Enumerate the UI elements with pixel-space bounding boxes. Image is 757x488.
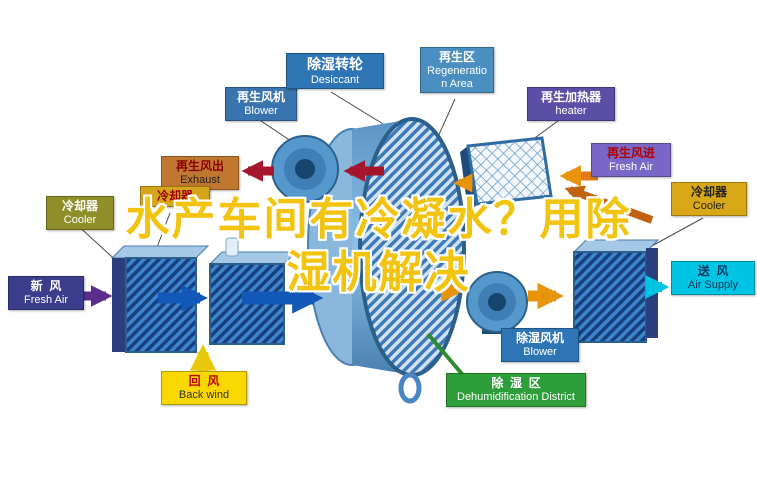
label-dehum-district-zh: 除 湿 区 — [491, 376, 541, 390]
label-regeneration-area: 再生区 Regeneration Area — [420, 47, 494, 94]
flow-arrows — [78, 160, 670, 376]
label-regen-air-in-zh: 再生风进 — [606, 146, 655, 160]
label-back-wind: 回 风 Back wind — [161, 371, 247, 405]
label-regen-blower: 再生风机 Blower — [225, 87, 297, 121]
label-cooler-left: 冷却器 Cooler — [46, 196, 114, 230]
watermark-line2: 湿机解决 — [286, 247, 471, 298]
cooler-to-heater-arrow — [564, 185, 654, 224]
label-regen-blower-zh: 再生风机 — [236, 90, 285, 104]
label-fresh-air-inlet: 新 风 Fresh Air — [8, 276, 84, 310]
label-regen-air-in: 再生风进 Fresh Air — [591, 143, 671, 177]
label-regen-blower-en: Blower — [244, 105, 278, 117]
label-fresh-air-left-zh: 新 风 — [30, 279, 62, 293]
label-exhaust-en: Exhaust — [180, 174, 220, 186]
label-regen-area-en: Regeneration Area — [427, 65, 487, 90]
label-dehum-blower: 除湿风机 Blower — [501, 328, 579, 362]
label-cooler-mid: 冷却器 — [140, 186, 210, 207]
label-cooler-left-zh: 冷却器 — [61, 199, 98, 213]
label-cooler-mid-zh: 冷却器 — [156, 189, 193, 203]
label-regen-heater: 再生加热器 heater — [527, 87, 615, 121]
label-exhaust-zh: 再生风出 — [175, 159, 224, 173]
label-desiccant-wheel: 除湿转轮 Desiccant — [286, 53, 384, 90]
label-dehum-blower-en: Blower — [523, 346, 557, 358]
label-dehum-district-en: Dehumidification District — [457, 391, 575, 403]
label-cooler-right-zh: 冷却器 — [690, 185, 727, 199]
label-heater-zh: 再生加热器 — [540, 90, 601, 104]
label-air-supply-en: Air Supply — [687, 279, 739, 291]
regen-fan — [271, 135, 339, 203]
label-dehum-district: 除 湿 区 Dehumidification District — [446, 373, 586, 407]
dehum-fan — [466, 271, 528, 334]
label-back-wind-en: Back wind — [178, 389, 230, 401]
label-desiccant-zh: 除湿转轮 — [307, 56, 363, 72]
label-dehum-blower-zh: 除湿风机 — [515, 331, 564, 345]
label-regen-area-zh: 再生区 — [438, 50, 475, 64]
label-air-supply: 送 风 Air Supply — [671, 261, 755, 295]
label-regen-exhaust: 再生风出 Exhaust — [161, 156, 239, 190]
label-back-wind-zh: 回 风 — [188, 374, 220, 388]
label-cooler-left-en: Cooler — [63, 214, 97, 226]
watermark-line1: 水产车间有冷凝水？用除 — [125, 194, 632, 245]
supply-air-unit — [572, 239, 660, 343]
label-heater-en: heater — [555, 105, 587, 117]
label-cooler-right-en: Cooler — [692, 200, 726, 212]
label-regen-air-in-en: Fresh Air — [608, 161, 653, 173]
wheel-seal-ring — [398, 372, 422, 404]
dehum-zone-leader — [426, 332, 464, 376]
label-cooler-right: 冷却器 Cooler — [671, 182, 747, 216]
label-desiccant-en: Desiccant — [310, 73, 360, 86]
label-air-supply-zh: 送 风 — [697, 264, 729, 278]
label-fresh-air-left-en: Fresh Air — [23, 294, 68, 306]
watermark-headline: 水产车间有冷凝水？用除 湿机解决 — [0, 193, 757, 299]
